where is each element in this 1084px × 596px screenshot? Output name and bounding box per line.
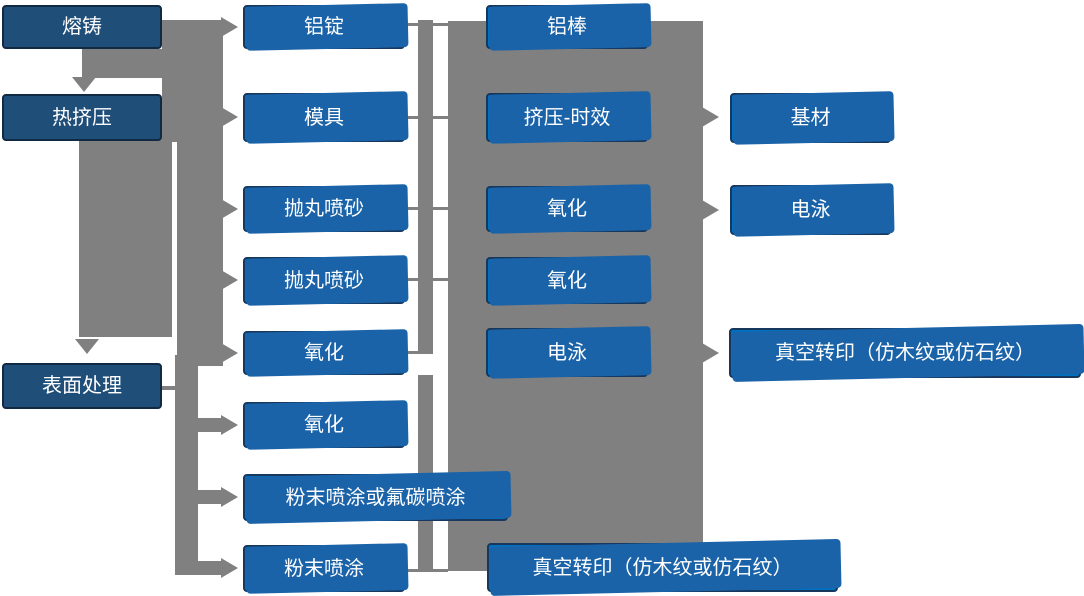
arrow-to-base-material-icon [702, 107, 719, 127]
node-oxidation-4: 氧化 [486, 257, 648, 304]
node-label: 熔铸 [62, 16, 102, 38]
node-electrophoresis-2: 电泳 [730, 185, 891, 235]
node-aluminum-ingot: 铝锭 [243, 5, 405, 49]
node-label: 抛丸喷砂 [284, 198, 364, 220]
node-label: 模具 [304, 106, 344, 129]
node-label: 真空转印（仿木纹或仿石纹） [775, 342, 1035, 364]
connector-extrusion-to-surface-band [79, 120, 172, 337]
node-mold: 模具 [243, 93, 405, 142]
node-label: 粉末喷涂或氟碳喷涂 [285, 486, 466, 509]
arrow-down-to-surface-treatment-icon [75, 339, 99, 354]
node-extrusion-aging: 挤压-时效 [486, 93, 648, 142]
node-hot-extrusion: 热挤压 [2, 94, 162, 141]
link-powder-to-vacuum-transfer [406, 569, 448, 572]
arrow-to-powder-coating-icon [221, 558, 238, 578]
connector-surface-treatment-stub [162, 386, 177, 390]
arrow-to-oxidation-2-icon [221, 415, 238, 435]
link-ingot-to-rod [406, 23, 448, 26]
node-label: 粉末喷涂 [284, 557, 364, 580]
node-oxidation-1: 氧化 [243, 331, 405, 375]
node-label: 铝锭 [304, 16, 344, 38]
node-label: 真空转印（仿木纹或仿石纹） [532, 556, 793, 579]
arrow-to-electrophoresis-2-icon [702, 200, 719, 220]
arrow-to-powder-fluorocarbon-icon [221, 487, 238, 507]
arrow-to-oxidation-1-icon [221, 343, 238, 363]
node-melting-casting: 熔铸 [2, 5, 162, 49]
node-label: 氧化 [304, 414, 344, 436]
node-surface-treatment: 表面处理 [2, 363, 162, 409]
connector-middle-band-top [418, 20, 433, 353]
node-vacuum-transfer-1: 真空转印（仿木纹或仿石纹） [487, 543, 838, 592]
node-label: 基材 [790, 107, 831, 129]
node-vacuum-transfer-2: 真空转印（仿木纹或仿石纹） [729, 328, 1081, 378]
link-blasting1-to-oxidation [406, 207, 448, 210]
node-label: 氧化 [547, 198, 587, 220]
node-base-material: 基材 [730, 93, 891, 143]
link-blasting2-to-oxidation [406, 278, 448, 281]
connector-left-band-bottom [177, 140, 223, 366]
connector-stub-powder-fluorocarbon [196, 490, 222, 504]
node-label: 挤压-时效 [523, 106, 611, 129]
node-shot-blasting-2: 抛丸喷砂 [243, 257, 405, 304]
link-oxidation1-to-electrophoresis [406, 351, 433, 354]
node-label: 热挤压 [52, 106, 112, 129]
connector-stub-powder-coating [196, 561, 222, 575]
node-oxidation-2: 氧化 [243, 402, 405, 448]
connector-stub-oxidation-2 [196, 418, 222, 432]
arrow-to-vacuum-transfer-2-icon [702, 343, 719, 363]
node-label: 铝棒 [547, 16, 587, 38]
arrow-down-to-hot-extrusion-icon [72, 77, 96, 92]
arrow-to-aluminum-ingot-icon [221, 17, 238, 37]
node-oxidation-3: 氧化 [486, 186, 648, 232]
link-mold-to-extrusion-aging [406, 116, 448, 119]
node-powder-or-fluorocarbon-coating: 粉末喷涂或氟碳喷涂 [243, 474, 508, 521]
node-powder-coating: 粉末喷涂 [243, 545, 405, 592]
connector-left-band-top [162, 20, 223, 142]
arrow-to-shot-blasting-2-icon [221, 270, 238, 290]
node-label: 表面处理 [42, 375, 122, 397]
node-label: 抛丸喷砂 [284, 269, 364, 292]
node-label: 氧化 [547, 269, 587, 292]
arrow-to-shot-blasting-1-icon [221, 199, 238, 219]
arrow-to-mold-icon [221, 107, 238, 127]
node-label: 氧化 [304, 342, 344, 364]
connector-melting-to-band [82, 49, 177, 78]
connector-surface-band [175, 355, 198, 575]
node-label: 电泳 [547, 341, 587, 364]
node-label: 电泳 [790, 199, 831, 221]
node-aluminum-rod: 铝棒 [486, 5, 648, 49]
node-electrophoresis-1: 电泳 [486, 328, 648, 377]
node-shot-blasting-1: 抛丸喷砂 [243, 186, 405, 232]
